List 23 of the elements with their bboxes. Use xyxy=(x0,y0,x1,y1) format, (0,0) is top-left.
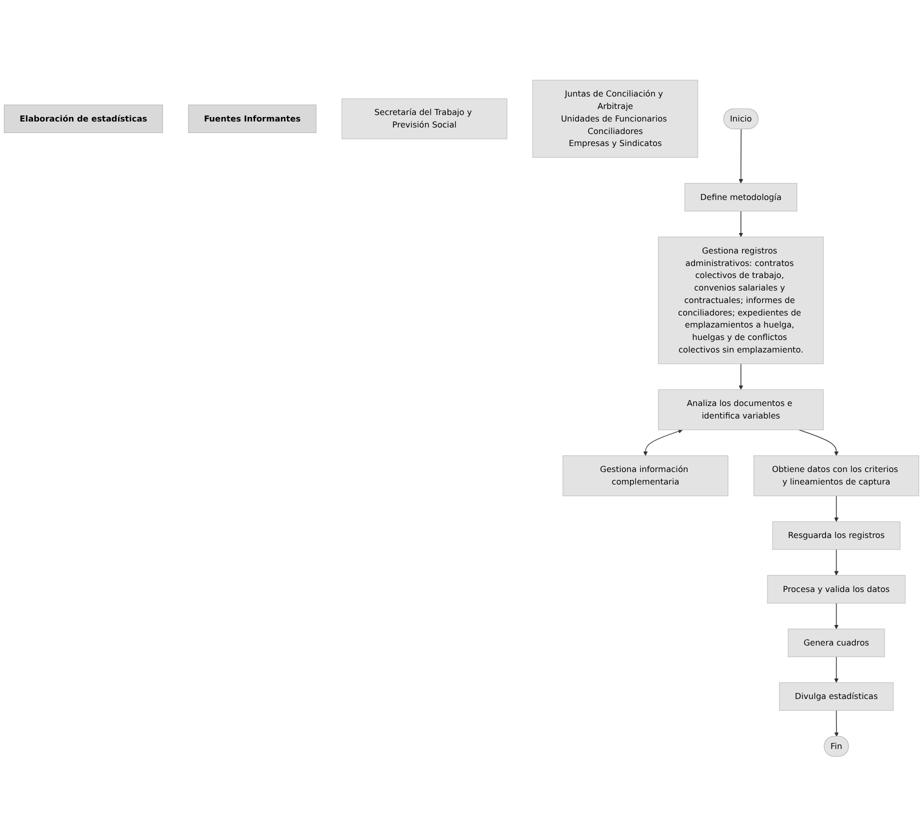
node-box: Resguarda los registros xyxy=(772,521,900,550)
node-box: Elaboración de estadísticas xyxy=(4,104,163,133)
node-box: Gestiona información complementaria xyxy=(562,455,728,496)
arrow xyxy=(834,656,839,683)
arrow xyxy=(738,210,744,237)
node-box: Analiza los documentos e identifica variables xyxy=(658,389,824,430)
arrow xyxy=(834,495,839,522)
node-box: Define metodología xyxy=(684,182,798,212)
node-box: Divulga estadísticas xyxy=(779,682,894,710)
arrow xyxy=(738,363,744,390)
node-box: Gestiona registros administrativos: contratos colectivos de trabajo, convenios salariales y contractuales; informes de conciliadores; expedientes de emplazamientos a huelga, huelgas y de conflictos colectivos sin emplazamiento. xyxy=(658,236,824,364)
arrow xyxy=(738,128,744,184)
arrow xyxy=(643,428,683,456)
arrow xyxy=(834,602,839,629)
arrow xyxy=(834,548,839,576)
node-box: Genera cuadros xyxy=(788,628,885,657)
arrow xyxy=(834,710,839,736)
node-box: Procesa y valida los datos xyxy=(767,574,906,604)
node-box: Juntas de Conciliación y Arbitraje Unidades de Funcionarios Conciliadores Empresas y Sindicatos xyxy=(532,80,698,158)
node-box: Fuentes Informantes xyxy=(188,104,316,133)
node-box: Obtiene datos con los criterios y lineamientos de captura xyxy=(754,455,920,496)
node-box: Secretaría del Trabajo y Previsión Social xyxy=(342,98,508,139)
arrow xyxy=(798,429,839,456)
